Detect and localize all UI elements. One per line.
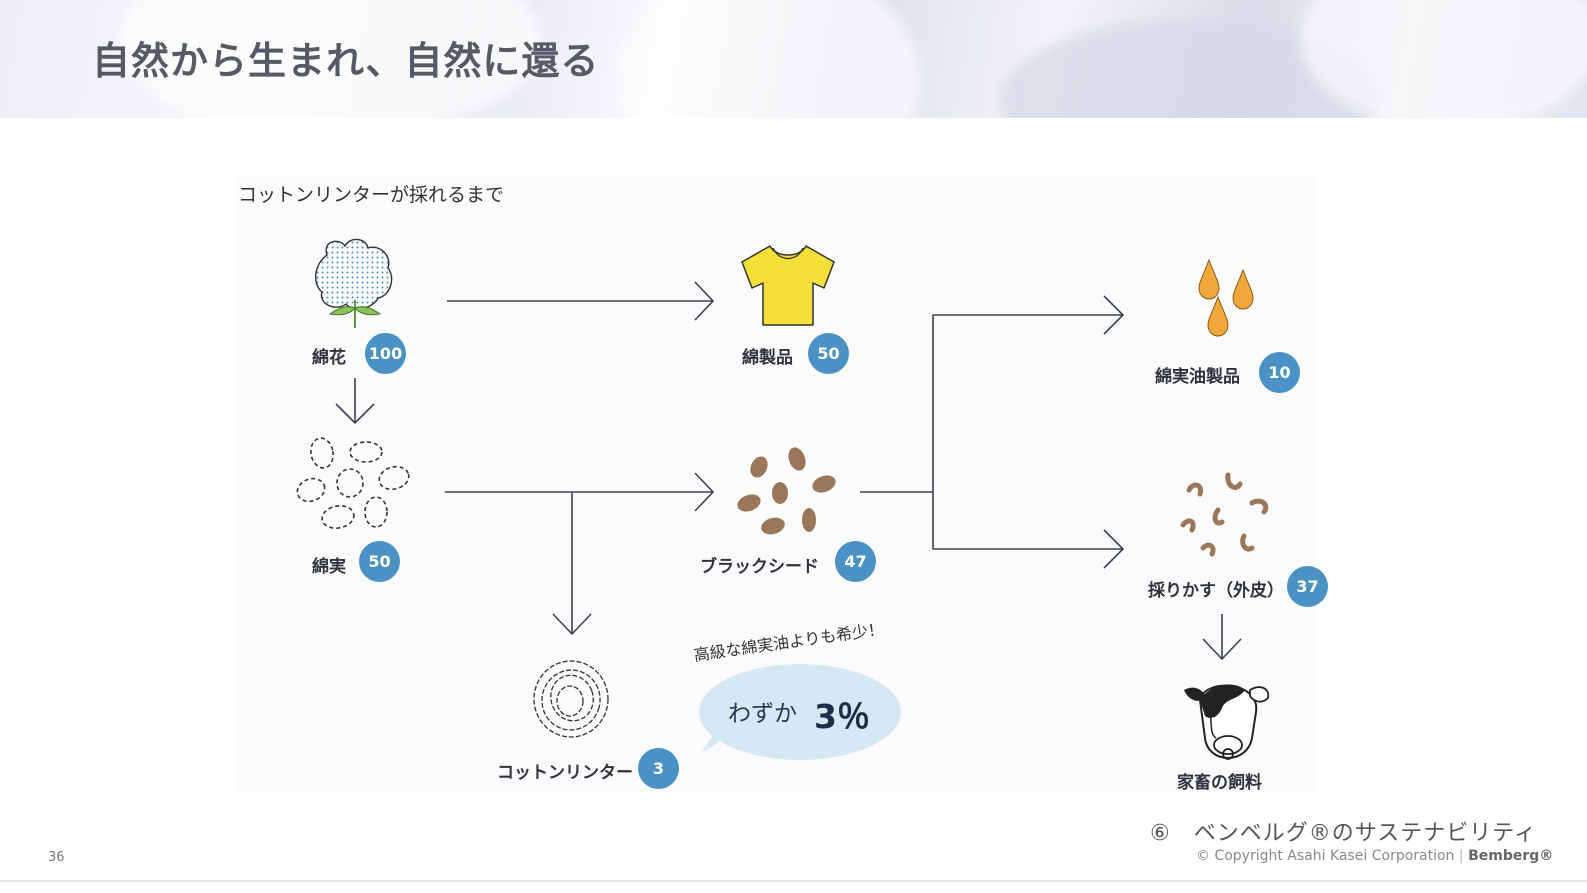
badge-cotton-flower: 100 [365,333,406,374]
section-title: ⑥ ベンベルグ®のサステナビリティ [1150,821,1537,846]
copyright: © Copyright Asahi Kasei Corporation | Be… [1196,848,1554,864]
cow-icon [1184,684,1270,760]
node-label-cotton-flower: 綿花 [312,348,346,368]
silk-fold [1300,0,1587,118]
arrow-branch [860,295,1125,569]
cotton-linter-icon [533,660,609,738]
cotton-flower-icon [315,238,393,328]
arrow-to-cotton-products [447,281,715,321]
badge-cotton-seed: 50 [359,541,400,582]
header-banner: 自然から生まれ、自然に還る [0,0,1587,118]
arrow-lines [335,281,1242,661]
black-seed-icon [737,447,836,535]
node-label-livestock-feed: 家畜の飼料 [1177,773,1262,793]
arrow-to-cotton-seed [335,378,375,425]
page-number: 36 [48,850,65,865]
node-label-cotton-products: 綿製品 [742,348,793,368]
callout-percent: 3％ [814,697,870,736]
node-label-husk: 採りかす（外皮） [1148,581,1284,601]
diagram-subtitle: コットンリンターが採れるまで [238,184,505,206]
badge-black-seed: 47 [835,541,876,582]
arrow-to-feed [1202,614,1242,661]
node-label-cottonseed-oil: 綿実油製品 [1155,367,1240,387]
badge-cotton-products: 50 [808,333,849,374]
bottom-divider [0,880,1587,882]
badge-cotton-linter: 3 [638,748,679,789]
brand-name: Bemberg® [1468,848,1554,864]
oil-drop-icon [1198,258,1254,337]
silk-fold [120,0,540,118]
badge-cottonseed-oil: 10 [1259,352,1300,393]
node-label-cotton-seed: 綿実 [312,557,346,577]
husk-icon [1180,472,1269,557]
copyright-text: © Copyright Asahi Kasei Corporation [1196,848,1455,864]
speech-bubble [699,664,901,760]
node-label-black-seed: ブラックシード [700,557,819,577]
badge-husk: 37 [1287,566,1328,607]
silk-fold [620,0,920,118]
node-label-cotton-linter: コットンリンター [497,763,633,783]
tshirt-icon [741,245,835,326]
page-title: 自然から生まれ、自然に還る [92,39,600,83]
cotton-seed-icon [296,437,410,529]
arrow-to-black-seed [445,472,715,512]
callout-text: わずか [728,701,797,727]
arrow-to-cotton-linter [552,492,592,636]
